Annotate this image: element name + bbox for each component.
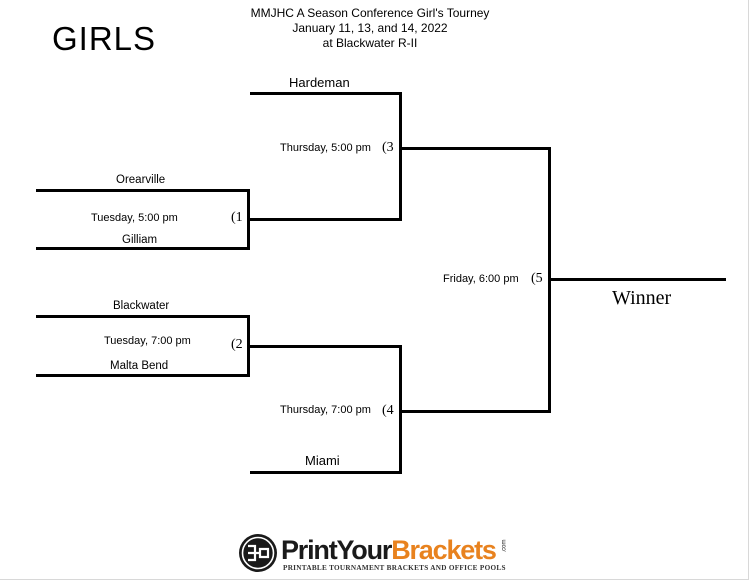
game2-team-bottom: Malta Bend [110, 360, 169, 372]
game2-team-top: Blackwater [113, 300, 170, 312]
logo-wordmark-part2: Brackets [391, 535, 497, 565]
final-number: (5 [531, 271, 543, 286]
game1-bottom-line [36, 247, 250, 250]
winner-label: Winner [612, 287, 672, 309]
tournament-title: MMJHC A Season Conference Girl's Tourney [250, 6, 490, 20]
game2-connector [247, 315, 250, 377]
game1-top-line [36, 189, 250, 192]
game1-number: (1 [231, 210, 243, 225]
game2-bottom-line [36, 374, 250, 377]
logo-tagline: PRINTABLE TOURNAMENT BRACKETS AND OFFICE… [283, 564, 506, 572]
final-time: Friday, 6:00 pm [443, 273, 519, 285]
game4-time: Thursday, 7:00 pm [280, 404, 371, 416]
printyourbrackets-logo: PrintYourBrackets .com PRINTABLE TOURNAM… [238, 533, 512, 575]
game4-number: (4 [382, 403, 394, 418]
game1-time: Tuesday, 5:00 pm [91, 212, 178, 224]
game3-connector [399, 92, 402, 221]
logo-suffix: .com [501, 539, 508, 553]
game2-number: (2 [231, 337, 243, 352]
game2-time: Tuesday, 7:00 pm [104, 335, 191, 347]
game1-connector [247, 189, 250, 250]
game3-number: (3 [382, 140, 394, 155]
final-bottom-line [399, 410, 551, 413]
game1-team-bottom: Gilliam [122, 234, 158, 246]
bracket-logo-icon [239, 534, 277, 572]
game4-top-line [250, 345, 402, 348]
game3-team-top: Hardeman [289, 75, 350, 90]
logo-wordmark: PrintYourBrackets [281, 535, 497, 565]
bracket-heading: GIRLS [52, 20, 157, 57]
game2-top-line [36, 315, 250, 318]
tournament-venue: at Blackwater R-II [322, 36, 418, 50]
final-top-line [399, 147, 551, 150]
game4-connector [399, 345, 402, 474]
game3-time: Thursday, 5:00 pm [280, 142, 371, 154]
tournament-dates: January 11, 13, and 14, 2022 [292, 21, 448, 35]
game4-bottom-line [250, 471, 402, 474]
game1-team-top: Orearville [116, 174, 166, 186]
game3-top-line [250, 92, 402, 95]
game3-bottom-line [250, 218, 402, 221]
logo-wordmark-part1: PrintYour [281, 535, 392, 565]
winner-line [548, 278, 726, 281]
game4-team-bottom: Miami [305, 453, 340, 468]
